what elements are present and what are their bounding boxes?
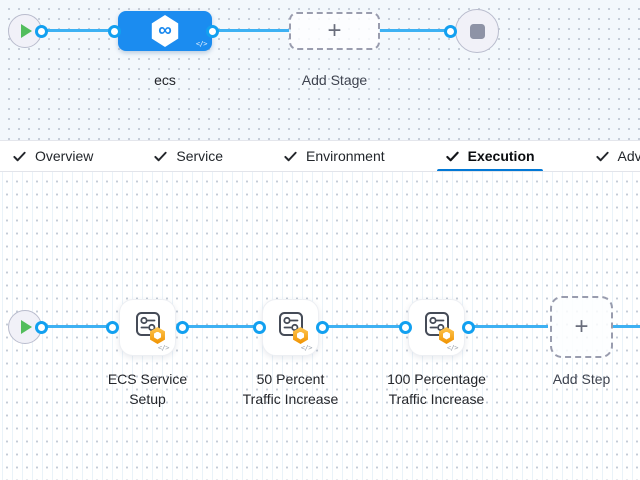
execution-start-node [8,310,42,344]
connector-port[interactable] [35,25,48,38]
step-name-line2: Traffic Increase [242,391,339,407]
connector-line [45,325,111,328]
connector-port[interactable] [462,321,475,334]
active-tab-underline [436,168,543,171]
code-icon: </> [195,40,208,48]
stage-graph-canvas: ∞ </> + ecs Add Stage [0,0,640,140]
step-card-50-percent-traffic[interactable]: </> [262,299,319,356]
tab-execution[interactable]: Execution [436,141,543,171]
tab-service[interactable]: Service [151,141,225,171]
stage-config-tabbar: Overview Service Environment Execution A… [0,140,640,172]
connector-line [216,29,291,32]
plus-icon: + [327,17,342,44]
execution-graph-canvas: </> </> [0,172,640,480]
step-card-ecs-service-setup[interactable]: </> [119,299,176,356]
step-name-label: 50 Percent Traffic Increase [230,369,351,409]
code-icon: </> [157,344,170,352]
tab-label: Service [176,148,224,164]
tab-overview[interactable]: Overview [10,141,95,171]
play-icon [21,320,32,334]
add-stage-button[interactable]: + [289,12,380,50]
add-step-label: Add Step [552,371,611,387]
code-icon: </> [446,344,459,352]
pipeline-end-node [455,9,499,53]
code-icon: </> [300,344,313,352]
step-name-label: 100 Percentage Traffic Increase [376,369,497,409]
step-name-line2: Setup [129,391,166,407]
connector-port[interactable] [444,25,457,38]
infinity-glyph: ∞ [158,20,172,41]
add-stage-label: Add Stage [301,72,368,88]
connector-port[interactable] [106,321,119,334]
step-settings-icon [279,312,303,336]
step-settings-icon [425,312,449,336]
connector-line [379,29,447,32]
tab-label: Advanced [617,148,640,164]
connector-port[interactable] [399,321,412,334]
check-icon [445,151,459,161]
step-name-line2: Traffic Increase [388,391,485,407]
tab-advanced[interactable]: Advanced [593,141,640,171]
aws-ecs-badge-icon [439,327,454,344]
step-name-label: ECS Service Setup [87,369,208,409]
harness-cd-icon: ∞ [151,15,179,47]
connector-line [186,325,257,328]
aws-ecs-badge-icon [150,327,165,344]
stop-icon [469,23,485,39]
tab-environment[interactable]: Environment [281,141,387,171]
connector-port[interactable] [35,321,48,334]
connector-line [613,325,640,328]
connector-port[interactable] [176,321,189,334]
check-icon [13,151,26,161]
check-icon [595,151,609,161]
aws-ecs-badge-icon [293,327,308,344]
check-icon [154,151,167,161]
tab-label: Overview [35,148,94,164]
tab-label: Execution [467,148,535,164]
step-name-line1: ECS Service [107,371,188,387]
stage-node-ecs[interactable]: ∞ </> [118,11,212,51]
connector-line [472,325,548,328]
connector-port[interactable] [253,321,266,334]
check-icon [284,151,297,161]
connector-port[interactable] [316,321,329,334]
step-name-line1: 50 Percent [256,371,325,387]
step-name-line1: 100 Percentage [387,371,486,387]
step-settings-icon [136,312,160,336]
play-icon [21,24,32,38]
connector-port[interactable] [108,25,121,38]
connector-line [44,29,116,32]
add-step-button[interactable]: + [550,296,613,358]
connector-port[interactable] [206,25,219,38]
tab-label: Environment [306,148,385,164]
stage-name-label: ecs [154,72,176,88]
connector-line [326,325,403,328]
plus-icon: + [574,313,589,340]
step-card-100-percentage-traffic[interactable]: </> [408,299,465,356]
